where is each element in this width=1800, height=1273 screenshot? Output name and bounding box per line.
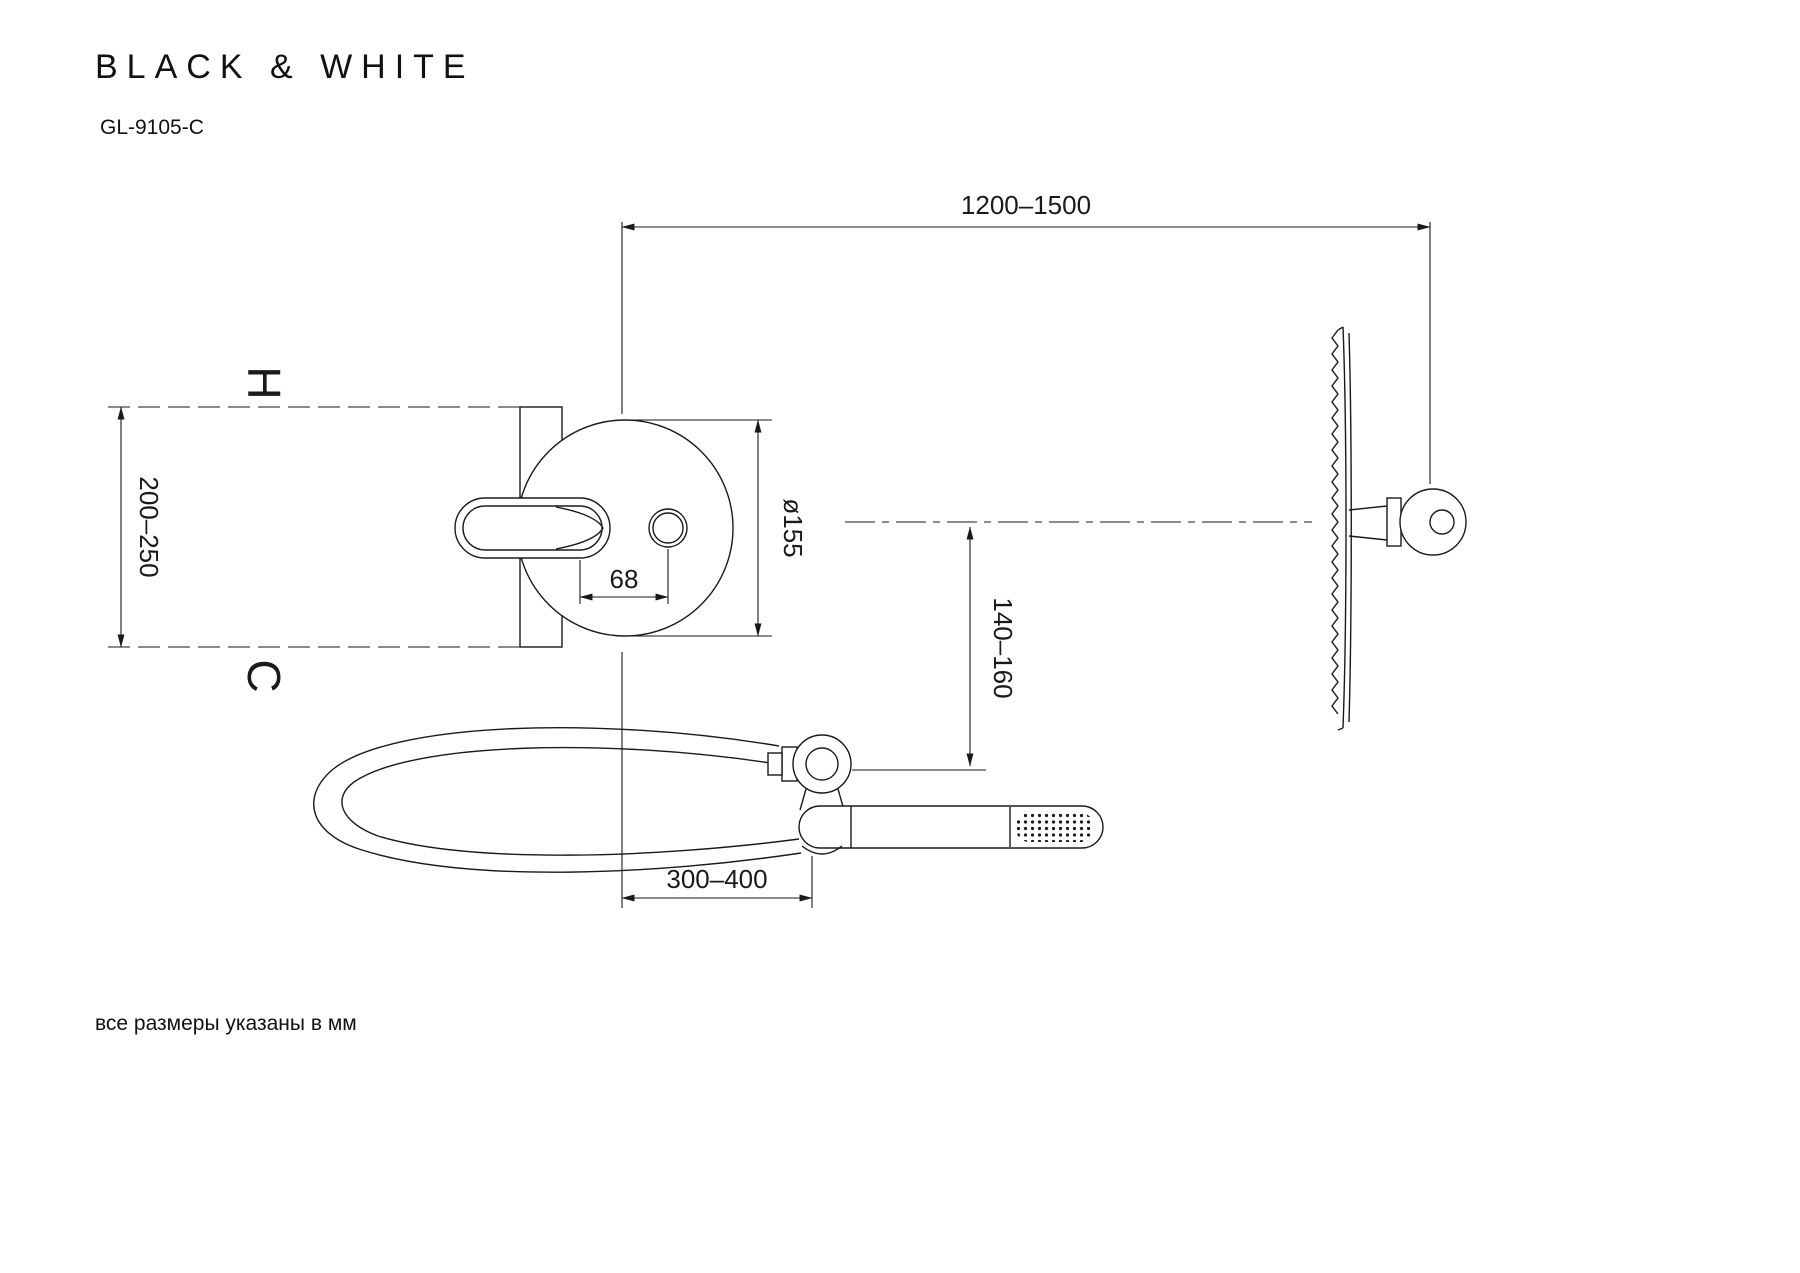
- mixer-valve-plate: [454, 419, 734, 637]
- dimension-left-height-label: 200–250: [134, 476, 164, 577]
- cold-water-label: C: [238, 659, 290, 692]
- dimension-lever-offset-label: 68: [610, 564, 639, 594]
- model-number: GL-9105-C: [100, 116, 204, 139]
- mixer-lever: [454, 497, 611, 559]
- dimension-plate-diameter: ø155: [630, 419, 808, 637]
- diverter-button: [648, 508, 688, 548]
- shower-hose: [313, 726, 802, 873]
- spray-face-nozzles: [1331, 329, 1339, 715]
- dimension-lever-offset: 68: [579, 549, 669, 604]
- dimension-top-width-label: 1200–1500: [961, 190, 1091, 220]
- dimensions-note: все размеры указаны в мм: [95, 1012, 357, 1035]
- overhead-shower: [1331, 326, 1467, 731]
- wand-spray-face: [1016, 813, 1094, 842]
- dimension-plate-diameter-label: ø155: [778, 498, 808, 557]
- brand-logo: BLACK & WHITE: [95, 48, 475, 86]
- hot-water-label: H: [238, 366, 290, 399]
- dimension-drop-height: 140–160: [852, 526, 1018, 771]
- dimension-bottom-offset-label: 300–400: [666, 864, 767, 894]
- hand-shower-holder: [792, 734, 852, 794]
- dimension-left-height: 200–250: [108, 406, 520, 648]
- dimension-top-width: 1200–1500: [621, 190, 1431, 484]
- dimension-bottom-offset: 300–400: [621, 652, 813, 908]
- shower-arm-joint: [1386, 497, 1402, 547]
- hand-shower-assembly: [313, 726, 1104, 873]
- dimension-drop-height-label: 140–160: [988, 597, 1018, 698]
- wall-flange: [1399, 488, 1467, 556]
